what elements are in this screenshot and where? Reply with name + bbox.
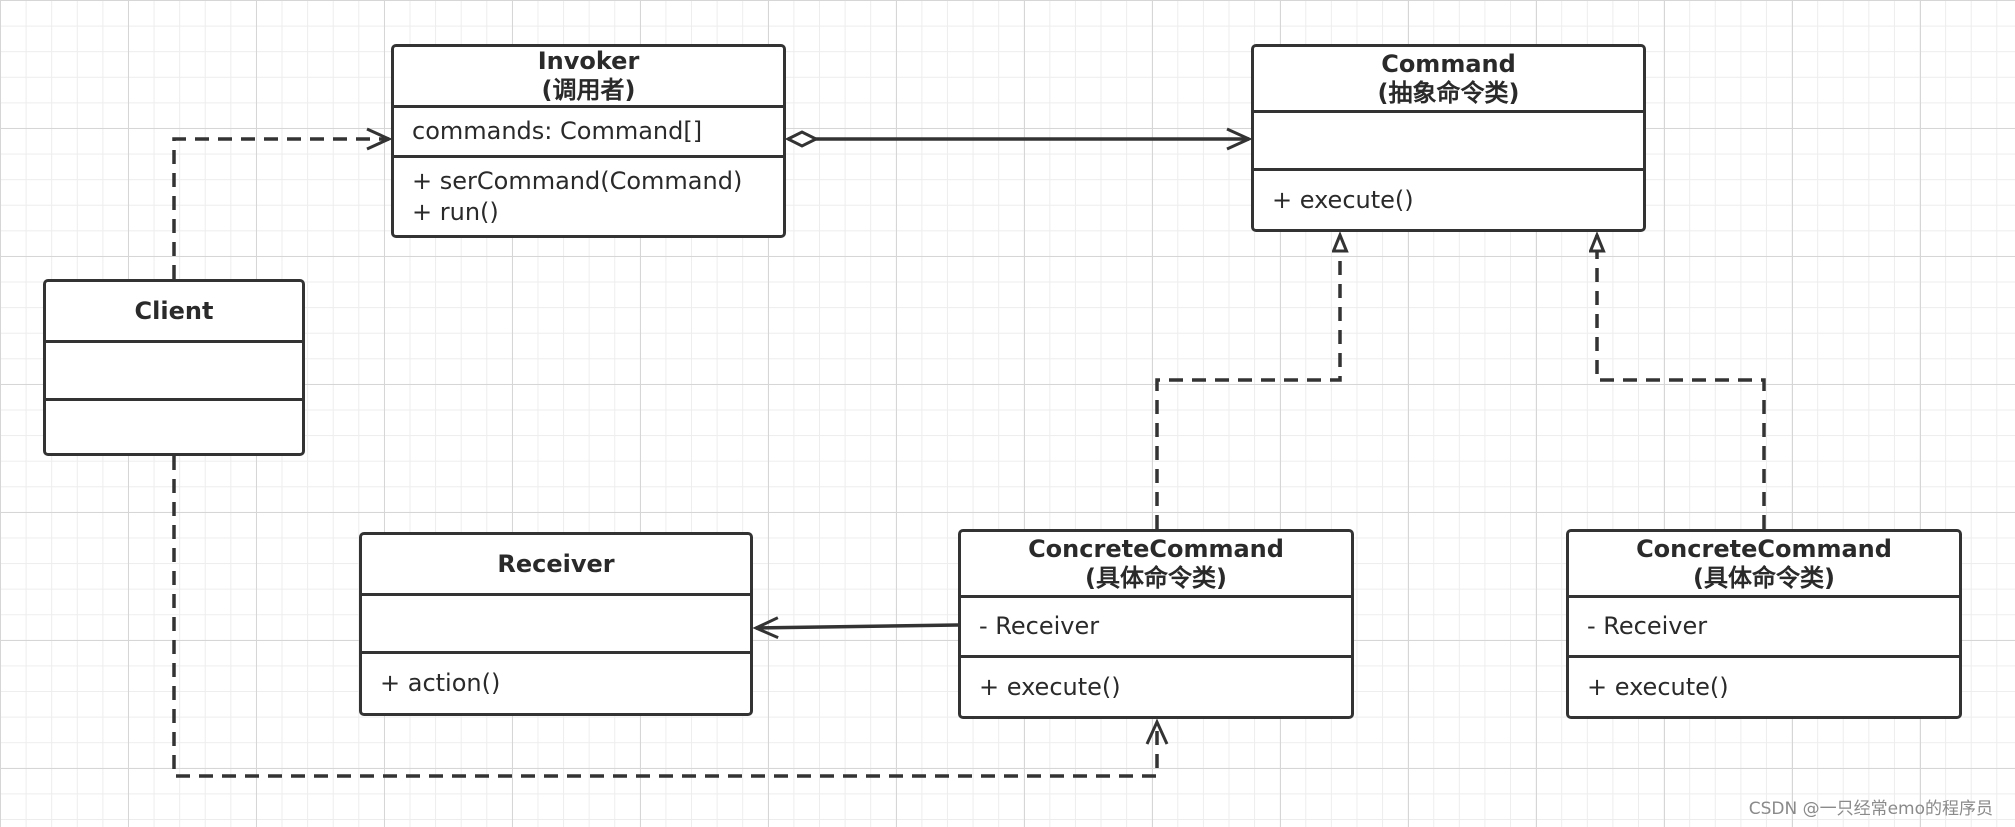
- class-client-methods: [46, 401, 302, 453]
- class-concrete-command-2-attr-receiver: - Receiver: [1587, 612, 1708, 640]
- class-concrete-command-2-stereotype: (具体命令类): [1693, 563, 1835, 592]
- class-concrete-command-2-header: ConcreteCommand (具体命令类): [1569, 532, 1959, 598]
- class-concrete-command-2-name: ConcreteCommand: [1636, 534, 1892, 563]
- class-invoker-attributes: commands: Command[]: [394, 108, 783, 158]
- class-invoker[interactable]: Invoker (调用者) commands: Command[] + serC…: [391, 44, 786, 238]
- class-concrete-command-1-attributes: - Receiver: [961, 598, 1351, 658]
- relation-realization-concrete1-to-command: [1155, 235, 1340, 529]
- class-concrete-command-1[interactable]: ConcreteCommand (具体命令类) - Receiver + exe…: [958, 529, 1354, 719]
- class-client-header: Client: [46, 282, 302, 343]
- class-invoker-method-sercommand: + serCommand(Command): [412, 167, 743, 195]
- class-concrete-command-1-methods: + execute(): [961, 658, 1351, 716]
- relation-dependency-client-to-invoker: [172, 127, 393, 279]
- class-receiver-methods: + action(): [362, 654, 750, 713]
- class-receiver-name: Receiver: [497, 549, 615, 578]
- class-receiver[interactable]: Receiver + action(): [359, 532, 753, 716]
- class-client-name: Client: [134, 296, 214, 325]
- class-command-name: Command: [1381, 49, 1516, 78]
- class-concrete-command-1-method-execute: + execute(): [979, 672, 1121, 701]
- class-invoker-attr-commands: commands: Command[]: [412, 117, 703, 145]
- relation-dependency-client-to-concrete1: [172, 456, 1169, 778]
- class-concrete-command-1-header: ConcreteCommand (具体命令类): [961, 532, 1351, 598]
- class-concrete-command-2-methods: + execute(): [1569, 658, 1959, 716]
- class-client-attributes: [46, 343, 302, 401]
- class-concrete-command-1-attr-receiver: - Receiver: [979, 612, 1100, 640]
- class-invoker-name: Invoker: [537, 47, 640, 75]
- relation-realization-concrete2-to-command: [1597, 235, 1766, 529]
- class-concrete-command-2-attributes: - Receiver: [1569, 598, 1959, 658]
- class-receiver-attributes: [362, 596, 750, 654]
- class-invoker-methods: + serCommand(Command) + run(): [394, 158, 783, 236]
- class-concrete-command-2[interactable]: ConcreteCommand (具体命令类) - Receiver + exe…: [1566, 529, 1962, 719]
- class-command[interactable]: Command (抽象命令类) + execute(): [1251, 44, 1646, 232]
- class-command-header: Command (抽象命令类): [1254, 47, 1643, 113]
- class-receiver-header: Receiver: [362, 535, 750, 596]
- class-concrete-command-1-stereotype: (具体命令类): [1085, 563, 1227, 592]
- class-command-method-execute: + execute(): [1272, 185, 1414, 214]
- class-command-attributes: [1254, 113, 1643, 171]
- class-invoker-method-run: + run(): [412, 198, 499, 226]
- class-invoker-header: Invoker (调用者): [394, 47, 783, 108]
- class-invoker-stereotype: (调用者): [541, 76, 636, 104]
- class-receiver-method-action: + action(): [380, 669, 501, 697]
- watermark: CSDN @一只经常emo的程序员: [1748, 799, 1993, 819]
- class-concrete-command-2-method-execute: + execute(): [1587, 672, 1729, 701]
- class-command-methods: + execute(): [1254, 171, 1643, 229]
- class-command-stereotype: (抽象命令类): [1377, 78, 1520, 107]
- relation-association-concrete1-to-receiver: [752, 616, 959, 640]
- class-concrete-command-1-name: ConcreteCommand: [1028, 534, 1284, 563]
- class-client[interactable]: Client: [43, 279, 305, 456]
